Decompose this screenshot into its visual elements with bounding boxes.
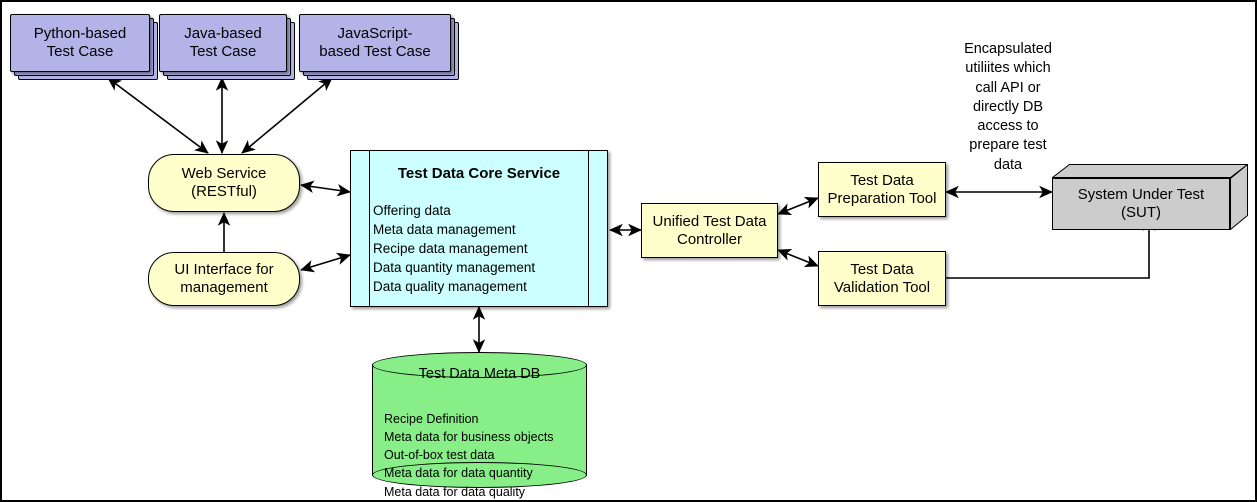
ui-interface[interactable]: UI Interface for management	[148, 252, 300, 306]
cylinder-top	[372, 352, 587, 378]
sut-line2: (SUT)	[1121, 204, 1161, 221]
ui-interface-line2: management	[180, 279, 268, 296]
core-service-item: Data quality management	[373, 279, 527, 295]
python-test-case-line2: Test Case	[46, 43, 114, 60]
edge-webservice-core	[300, 180, 351, 197]
meta-db[interactable]: Test Data Meta DB Recipe Definition Meta…	[372, 352, 587, 499]
core-service-item: Recipe data management	[373, 241, 528, 256]
annotation-line: utiliites which	[965, 60, 1051, 77]
java-test-case[interactable]: Java-based Test Case	[159, 14, 295, 80]
controller-line1: Unified Test Data	[652, 212, 767, 230]
javascript-test-case-line1: JavaScript-	[337, 25, 413, 42]
meta-db-body: Test Data Meta DB Recipe Definition Meta…	[372, 352, 587, 499]
system-under-test[interactable]: System Under Test (SUT)	[1052, 164, 1248, 230]
edge-controller-validation	[777, 248, 819, 268]
card-sheet-front: Java-based Test Case	[159, 14, 287, 72]
meta-db-item: Meta data for data quality	[384, 484, 526, 499]
edge-ui-core	[300, 252, 351, 273]
python-test-case-line1: Python-based	[33, 25, 127, 42]
annotation-line: call API or	[975, 79, 1041, 96]
java-test-case-line2: Test Case	[189, 43, 257, 60]
meta-db-item: Recipe Definition	[384, 412, 479, 426]
meta-db-item: Meta data for business objects	[384, 430, 554, 445]
core-service-item: Data quantity management	[373, 260, 536, 276]
annotation-line: data	[993, 156, 1023, 173]
core-service-item: Meta data management	[373, 221, 516, 237]
core-service-item: Offering data	[373, 202, 451, 218]
core-service-title: Test Data Core Service	[397, 165, 561, 182]
cube-side-face	[1230, 164, 1248, 230]
java-test-case-line1: Java-based	[184, 25, 262, 42]
annotation-line: prepare test	[969, 137, 1047, 154]
annotation-line: Encapsulated	[964, 41, 1052, 57]
validation-tool-line2: Validation Tool	[833, 278, 931, 296]
web-service[interactable]: Web Service (RESTful)	[148, 154, 300, 212]
annotation-line: access to	[977, 118, 1039, 135]
card-sheet-front: JavaScript- based Test Case	[299, 14, 451, 72]
component-divider-right	[588, 151, 589, 306]
meta-db-title: Test Data Meta DB	[418, 366, 541, 382]
python-test-case[interactable]: Python-based Test Case	[10, 14, 158, 80]
cylinder-body	[372, 365, 587, 475]
web-service-line1: Web Service	[181, 165, 267, 183]
preparation-tool-line1: Test Data	[850, 171, 914, 189]
validation-tool-line1: Test Data	[850, 260, 914, 278]
test-data-preparation-tool[interactable]: Test Data Preparation Tool	[818, 162, 946, 217]
core-service-body: Test Data Core Service Offering data Met…	[373, 151, 585, 306]
unified-test-data-controller[interactable]: Unified Test Data Controller	[641, 203, 778, 258]
preparation-tool-line2: Preparation Tool	[827, 189, 937, 207]
ui-interface-line1: UI Interface for	[174, 261, 274, 279]
javascript-test-case-line2: based Test Case	[319, 43, 431, 60]
encapsulated-utilities-annotation: Encapsulated utiliites which call API or…	[932, 40, 1084, 175]
web-service-line2: (RESTful)	[191, 183, 257, 200]
annotation-line: directly DB	[972, 98, 1044, 115]
sut-front-face: System Under Test (SUT)	[1052, 178, 1230, 230]
core-service[interactable]: Test Data Core Service Offering data Met…	[350, 150, 608, 307]
javascript-test-case[interactable]: JavaScript- based Test Case	[299, 14, 459, 80]
component-divider-left	[369, 151, 370, 306]
core-service-capability-list: Offering data Meta data management Recip…	[373, 201, 585, 297]
sut-line1: System Under Test	[1077, 186, 1205, 203]
card-sheet-front: Python-based Test Case	[10, 14, 150, 72]
test-data-validation-tool[interactable]: Test Data Validation Tool	[818, 251, 946, 306]
controller-line2: Controller	[676, 230, 743, 248]
cylinder-bottom	[372, 462, 587, 488]
meta-db-content-list: Recipe Definition Meta data for business…	[384, 410, 587, 500]
meta-db-item: Meta data for data quantity	[384, 466, 533, 481]
edge-controller-preparation	[777, 196, 819, 216]
edge-javascript-webservice	[241, 77, 333, 154]
meta-db-item: Out-of-box test data	[384, 448, 495, 463]
edge-python-webservice	[107, 77, 209, 154]
